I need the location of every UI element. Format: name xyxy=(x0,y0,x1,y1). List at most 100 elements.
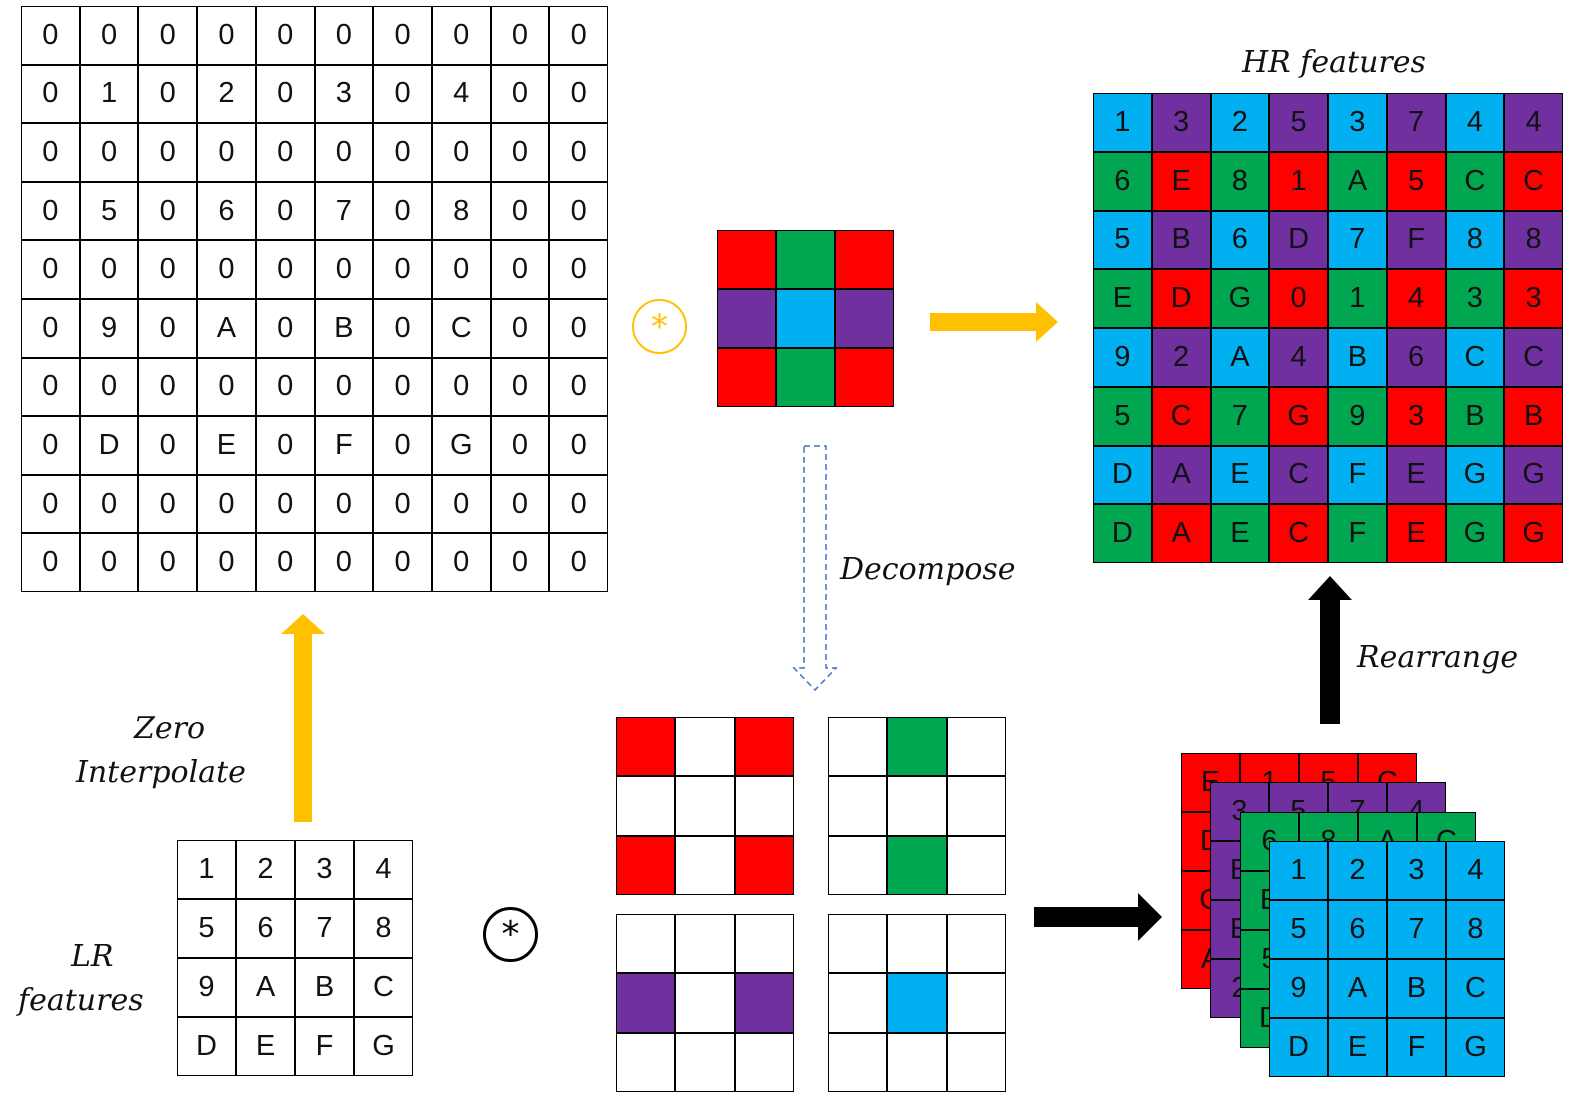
kernel-cell xyxy=(717,230,776,289)
sub-kernel-cell xyxy=(887,973,947,1033)
sub-kernel-cell xyxy=(734,973,794,1033)
feature-map-cell: 4 xyxy=(1446,841,1505,900)
grid-cell: 0 xyxy=(21,357,80,417)
grid-cell: 0 xyxy=(373,298,432,358)
lr-cell: A xyxy=(236,958,295,1017)
grid-cell: 0 xyxy=(314,6,374,65)
hr-cell: G xyxy=(1504,504,1563,563)
sub-kernel-cell xyxy=(946,914,1006,974)
grid-cell: 0 xyxy=(197,474,256,534)
grid-cell: 0 xyxy=(138,298,198,358)
grid-cell: 0 xyxy=(21,474,80,534)
grid-cell: 0 xyxy=(549,181,608,241)
grid-cell: 0 xyxy=(21,123,80,182)
grid-cell: 0 xyxy=(197,123,256,182)
hr-cell: C xyxy=(1504,151,1563,211)
grid-cell: 0 xyxy=(255,123,315,182)
grid-cell: 0 xyxy=(490,474,550,534)
grid-cell: 0 xyxy=(431,240,491,299)
hr-cell: 6 xyxy=(1093,151,1152,211)
hr-cell: 3 xyxy=(1328,93,1387,152)
hr-cell: A xyxy=(1151,504,1211,563)
black-conv-symbol: * xyxy=(501,914,520,955)
sub-kernel-cell xyxy=(616,835,676,895)
hr-cell: 3 xyxy=(1504,269,1563,328)
hr-cell: 3 xyxy=(1151,93,1211,152)
grid-cell: 0 xyxy=(21,298,80,358)
sub-kernel-red xyxy=(616,717,794,895)
grid-cell: 0 xyxy=(138,533,198,592)
hr-cell: C xyxy=(1269,504,1328,563)
hr-cell: C xyxy=(1504,328,1563,387)
grid-cell: 0 xyxy=(373,240,432,299)
feature-map-cell: 1 xyxy=(1269,841,1328,900)
feature-map-cell: 7 xyxy=(1387,900,1446,959)
hr-cell: 8 xyxy=(1210,151,1270,211)
hr-cell: 2 xyxy=(1210,93,1270,152)
grid-cell: 0 xyxy=(373,64,432,124)
hr-cell: C xyxy=(1151,386,1211,446)
lr-cell: G xyxy=(354,1017,413,1076)
grid-cell: 0 xyxy=(431,357,491,417)
hr-cell: A xyxy=(1151,445,1211,505)
grid-cell: 0 xyxy=(255,181,315,241)
grid-cell: 0 xyxy=(373,123,432,182)
grid-cell: 0 xyxy=(138,474,198,534)
grid-cell: F xyxy=(314,416,374,475)
feature-map-cell: G xyxy=(1446,1018,1505,1077)
hr-cell: 1 xyxy=(1269,151,1328,211)
feature-map-cell: 2 xyxy=(1328,841,1387,900)
hr-cell: 9 xyxy=(1328,386,1387,446)
grid-cell: 0 xyxy=(490,123,550,182)
hr-cell: G xyxy=(1445,504,1505,563)
grid-cell: 5 xyxy=(79,181,139,241)
lr-cell: 2 xyxy=(236,840,295,899)
hr-cell: F xyxy=(1386,210,1446,270)
feature-map-cell: 8 xyxy=(1446,900,1505,959)
grid-cell: 0 xyxy=(255,474,315,534)
grid-cell: 0 xyxy=(138,240,198,299)
hr-cell: 6 xyxy=(1210,210,1270,270)
grid-cell: 0 xyxy=(549,357,608,417)
grid-cell: 0 xyxy=(255,357,315,417)
subkernels-to-stack-arrow xyxy=(1034,893,1162,941)
sub-kernel-cell xyxy=(616,776,676,836)
grid-cell: 0 xyxy=(373,357,432,417)
sub-kernel-cell xyxy=(828,776,888,836)
hr-cell: E xyxy=(1210,445,1270,505)
sub-kernel-cell xyxy=(675,835,735,895)
lr-features-label-line1: LR xyxy=(71,939,114,974)
lr-cell: 1 xyxy=(177,840,236,899)
kernel-grid xyxy=(717,230,894,407)
hr-cell: 7 xyxy=(1386,93,1446,152)
kernel-cell xyxy=(776,348,835,407)
rearrange-label: Rearrange xyxy=(1357,640,1519,675)
grid-cell: A xyxy=(197,298,256,358)
hr-cell: 0 xyxy=(1269,269,1328,328)
hr-cell: D xyxy=(1151,269,1211,328)
grid-cell: 0 xyxy=(79,533,139,592)
hr-cell: E xyxy=(1151,151,1211,211)
grid-cell: 0 xyxy=(549,298,608,358)
grid-cell: 0 xyxy=(255,416,315,475)
grid-cell: 0 xyxy=(431,474,491,534)
feature-map-cell: D xyxy=(1269,1018,1328,1077)
grid-cell: 0 xyxy=(373,181,432,241)
grid-cell: 0 xyxy=(21,6,80,65)
kernel-cell xyxy=(776,289,835,348)
hr-cell: F xyxy=(1328,504,1387,563)
grid-cell: 0 xyxy=(138,64,198,124)
grid-cell: 0 xyxy=(549,123,608,182)
hr-cell: G xyxy=(1504,445,1563,505)
grid-cell: D xyxy=(79,416,139,475)
hr-cell: 8 xyxy=(1445,210,1505,270)
grid-cell: 0 xyxy=(490,533,550,592)
grid-cell: 0 xyxy=(373,416,432,475)
decompose-label: Decompose xyxy=(840,552,1016,587)
hr-cell: 5 xyxy=(1269,93,1328,152)
kernel-to-hr-arrow xyxy=(930,302,1058,342)
hr-cell: 4 xyxy=(1386,269,1446,328)
kernel-cell xyxy=(717,348,776,407)
lr-cell: 7 xyxy=(295,899,354,958)
